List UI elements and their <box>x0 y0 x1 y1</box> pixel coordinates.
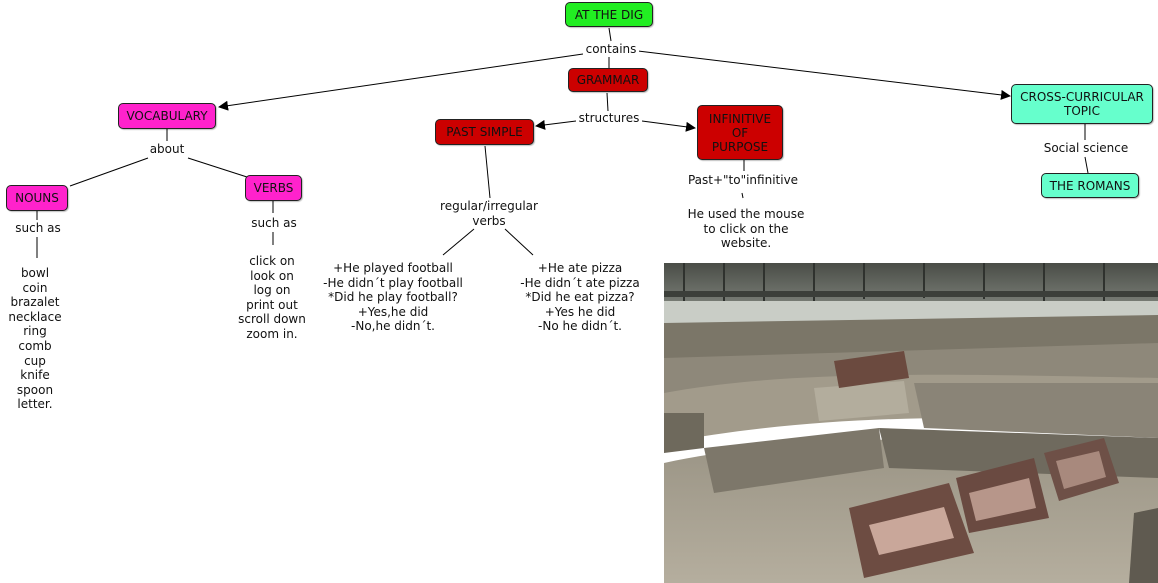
link-social-romans <box>1084 156 1089 174</box>
node-past-simple[interactable]: PAST SIMPLE <box>435 119 534 145</box>
node-nouns[interactable]: NOUNS <box>6 185 68 211</box>
link-regular-examples-left <box>442 228 475 256</box>
link-label-infinitive-rule: Past+"to"infinitive <box>683 173 803 188</box>
regular-verb-examples: +He played football -He didn´t play foot… <box>318 261 468 334</box>
node-the-romans[interactable]: THE ROMANS <box>1041 173 1139 198</box>
node-grammar[interactable]: GRAMMAR <box>568 68 648 92</box>
link-label-such-as-verbs: such as <box>248 216 300 231</box>
link-label-structures: structures <box>576 111 642 126</box>
link-label-social-science: Social science <box>1040 141 1132 156</box>
link-label-such-as-nouns: such as <box>12 221 64 236</box>
link-label-regular-irregular: regular/irregular verbs <box>437 199 541 229</box>
arrow-to-past-simple <box>535 119 577 130</box>
dig-photo-illustration <box>664 263 1158 583</box>
node-cross-curricular-topic[interactable]: CROSS-CURRICULAR TOPIC <box>1011 84 1153 124</box>
link-about-nouns <box>69 157 149 187</box>
verbs-list: click on look on log on print out scroll… <box>232 254 312 342</box>
arrow-to-cross-curricular <box>637 50 1011 100</box>
link-regular-examples-right <box>504 228 534 256</box>
link-root-contains <box>608 27 612 42</box>
link-label-contains: contains <box>583 42 639 57</box>
link-past-regular <box>484 145 491 199</box>
node-vocabulary[interactable]: VOCABULARY <box>118 103 216 129</box>
arrow-to-infinitive <box>641 120 696 132</box>
link-label-about: about <box>145 142 189 157</box>
link-about-verbs <box>187 157 248 178</box>
link-rule-example <box>741 192 744 199</box>
node-verbs[interactable]: VERBS <box>245 175 302 201</box>
irregular-verb-examples: +He ate pizza -He didn´t ate pizza *Did … <box>510 261 650 334</box>
nouns-list: bowl coin brazalet necklace ring comb cu… <box>2 266 68 412</box>
infinitive-example: He used the mouse to click on the websit… <box>683 207 809 251</box>
link-grammar-structures <box>606 92 609 112</box>
node-infinitive-of-purpose[interactable]: INFINITIVE OF PURPOSE <box>697 105 783 160</box>
archaeological-dig-photo <box>664 263 1158 583</box>
arrow-to-vocabulary <box>218 53 584 111</box>
node-at-the-dig[interactable]: AT THE DIG <box>565 2 653 27</box>
